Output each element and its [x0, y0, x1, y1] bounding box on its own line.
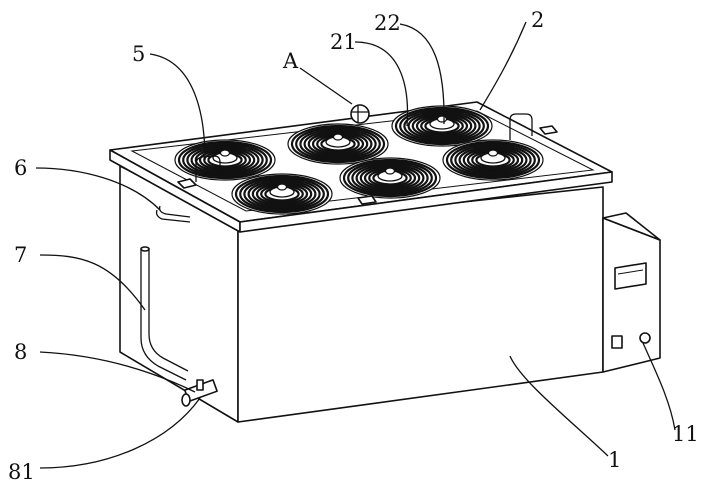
label-8: 8 [14, 340, 27, 364]
lid-front-edge [239, 171, 613, 233]
lid-handle-left [177, 155, 221, 189]
overflow-pipe [140, 250, 187, 381]
label-81: 81 [8, 460, 35, 484]
burner-ring [231, 173, 333, 215]
lid-handle-right [509, 113, 558, 140]
drain-valve [181, 379, 218, 407]
lid-inner-border [130, 110, 595, 212]
front-clip [357, 195, 377, 205]
control-knob [639, 332, 651, 344]
label-22: 22 [374, 11, 401, 35]
label-7: 7 [14, 243, 27, 267]
label-1: 1 [608, 448, 621, 472]
control-box [602, 212, 661, 373]
label-a: A [282, 49, 299, 73]
side-handle [155, 209, 191, 223]
burner-group [174, 105, 544, 215]
burner-ring [174, 139, 276, 181]
leader-lines [35, 21, 676, 469]
control-box-front [602, 217, 661, 373]
burner-ring [339, 157, 441, 199]
burner-ring [287, 123, 389, 165]
label-21: 21 [330, 30, 357, 54]
display-window [614, 262, 647, 290]
label-6: 6 [14, 156, 27, 180]
tank-body [119, 165, 604, 423]
label-11: 11 [672, 422, 699, 446]
callout-labels: 5 A 21 22 2 6 7 8 81 11 1 [8, 8, 699, 484]
label-2: 2 [531, 8, 544, 32]
burner-ring [442, 139, 544, 181]
label-5: 5 [132, 42, 145, 66]
burner-ring [391, 105, 493, 147]
control-box-top [602, 212, 661, 241]
latch-a [350, 104, 370, 124]
power-switch [611, 335, 623, 349]
